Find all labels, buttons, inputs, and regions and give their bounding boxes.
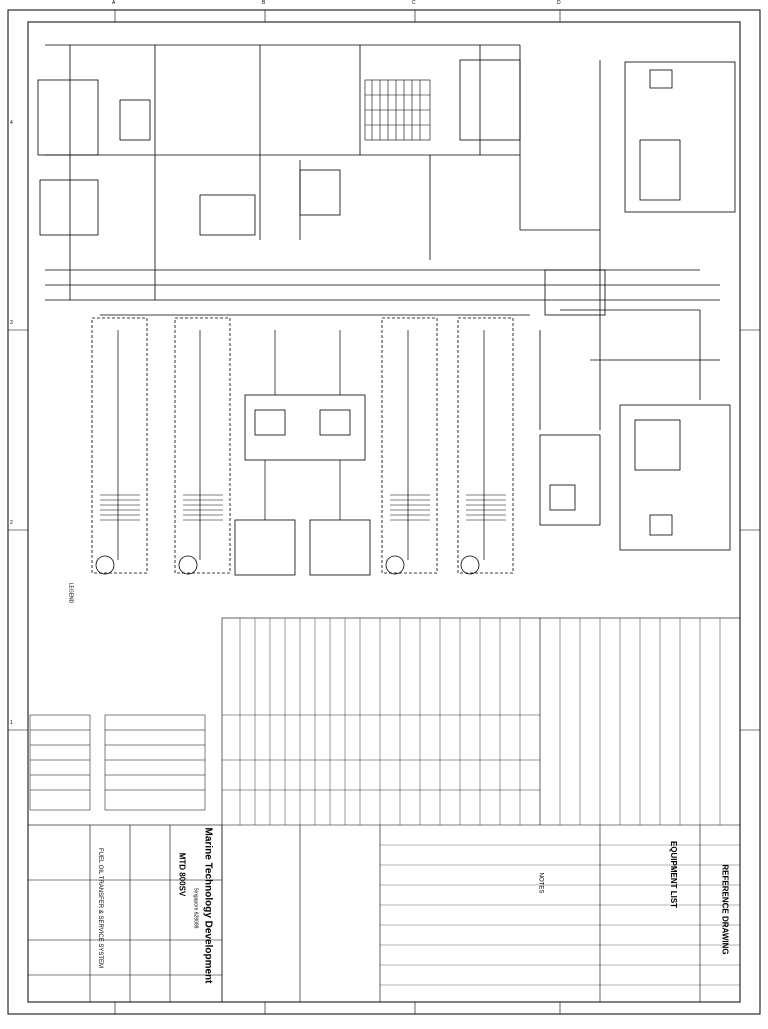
grid-row-label: 1 xyxy=(10,720,13,726)
reference-drawing-heading: REFERENCE DRAWING xyxy=(720,864,730,955)
company-name: Marine Technology Development xyxy=(202,827,214,984)
filter-stacks xyxy=(100,494,506,521)
title-block xyxy=(27,824,223,1003)
legend-tables xyxy=(29,714,206,811)
notes-heading: NOTES xyxy=(537,872,544,894)
grid-ticks xyxy=(8,10,760,1014)
grid-col-label: A xyxy=(112,0,116,6)
grid-col-label: C xyxy=(412,0,416,6)
company-address: Singapore 628088 xyxy=(192,887,199,929)
equipment-list-heading: EQUIPMENT LIST xyxy=(669,840,679,909)
manifold xyxy=(364,79,431,141)
grid-row-label: 3 xyxy=(10,320,13,326)
drawing-title: FUEL OIL TRANSFER & SERVICE SYSTEM xyxy=(97,847,104,969)
inner-frame xyxy=(27,21,741,1003)
legend-heading: LEGEND xyxy=(67,582,74,604)
grid-row-label: 4 xyxy=(10,120,13,126)
pump-modules xyxy=(91,317,514,576)
upper-piping xyxy=(45,44,720,430)
equipment-table-frame xyxy=(221,617,741,1003)
grid-row-label: 2 xyxy=(10,520,13,526)
tanks-upper-left xyxy=(37,59,606,316)
outer-border xyxy=(7,9,761,1015)
grid-col-label: D xyxy=(557,0,561,6)
project-name: MTD 800SV xyxy=(177,852,187,897)
grid-col-label: B xyxy=(262,0,266,6)
notes-grid xyxy=(380,844,740,986)
equipment-columns xyxy=(222,618,721,825)
right-equipment xyxy=(539,61,736,551)
module-runs xyxy=(117,330,485,560)
